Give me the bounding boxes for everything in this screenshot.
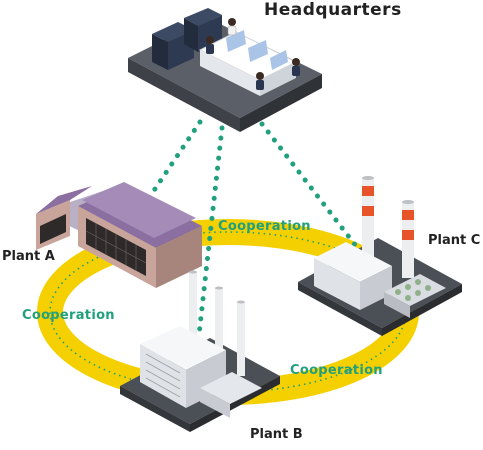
plant-b-stacks bbox=[189, 270, 245, 376]
plant-a-illustration bbox=[36, 182, 202, 288]
connection-hq-plant-c bbox=[259, 121, 379, 275]
hq-platform-right bbox=[240, 74, 322, 132]
plant-a-side-wall bbox=[156, 226, 202, 288]
hq-connections bbox=[119, 119, 379, 365]
connection-hq-plant-a bbox=[119, 119, 203, 241]
hq-platform-left bbox=[128, 58, 240, 132]
plant-a-label: Plant A bbox=[2, 249, 55, 264]
headquarters-label: Headquarters bbox=[264, 0, 402, 20]
cooperation-label-left: Cooperation bbox=[22, 308, 115, 323]
connection-hq-plant-b bbox=[193, 125, 225, 365]
cooperation-label-right: Cooperation bbox=[290, 363, 383, 378]
plant-c-label: Plant C bbox=[428, 233, 481, 248]
plant-c-stacks bbox=[362, 176, 414, 278]
plant-c-illustration bbox=[298, 176, 462, 336]
cooperation-label-top: Cooperation bbox=[218, 219, 311, 234]
office-workers bbox=[206, 18, 300, 90]
plant-b-illustration bbox=[120, 270, 280, 432]
plant-b-label: Plant B bbox=[250, 427, 303, 442]
headquarters-illustration bbox=[128, 8, 322, 132]
